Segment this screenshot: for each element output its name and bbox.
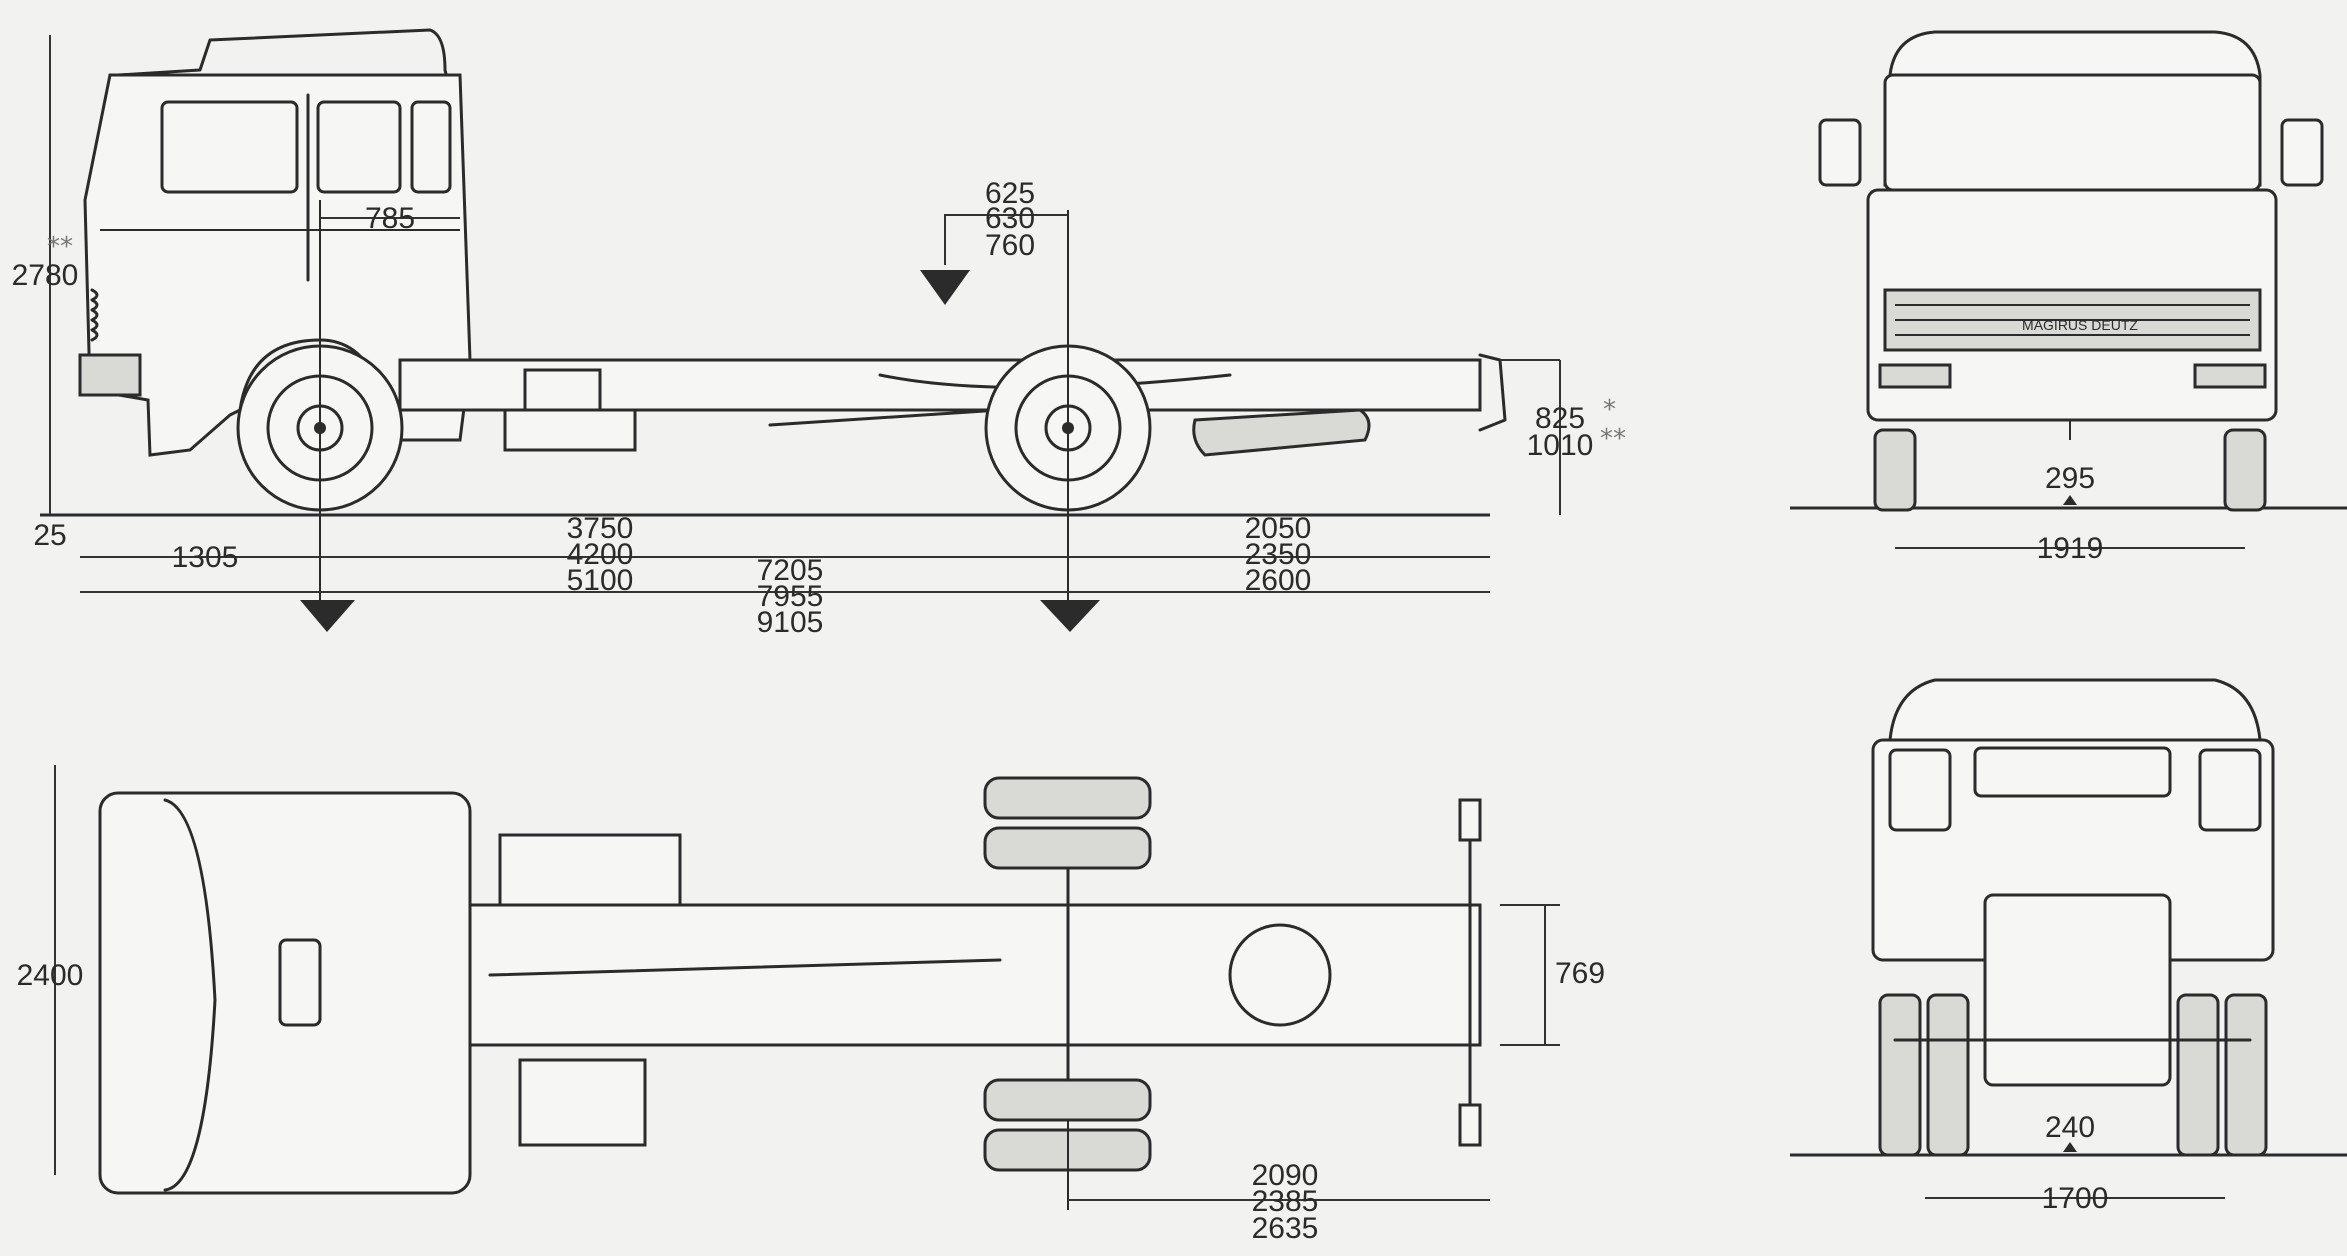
top-rear-overhang-value-2: 2385 [1252, 1185, 1319, 1218]
cab-window-side [316, 100, 402, 194]
top-width-label: 2400 [17, 959, 84, 992]
side-view: 625 630 760 ** 2780 785 825 * 1010 ** 25… [12, 28, 1626, 639]
drive-shaft [768, 408, 1002, 427]
spare-tire-carrier [1192, 408, 1371, 457]
cog-dimension-line [944, 214, 1068, 265]
right-headlight [2193, 363, 2267, 389]
overall-length-value-1: 7205 [757, 554, 824, 587]
cab-depth-label: 785 [365, 202, 415, 235]
rear-left-tire-outer [1878, 993, 1922, 1157]
roof-hatch [278, 938, 322, 1027]
fuel-tank [523, 368, 602, 417]
top-drive-shaft [488, 958, 1002, 977]
front-left-tire [1873, 428, 1917, 512]
front-axle-load-marker [300, 600, 355, 632]
left-mirror [1818, 118, 1862, 187]
battery-box [503, 408, 637, 452]
overall-length-value-3: 9105 [757, 606, 824, 639]
front-track-label: 1919 [2037, 532, 2104, 565]
rear-clearance-arrow [2063, 1142, 2077, 1152]
rear-view: 240 1700 [1790, 678, 2347, 1215]
front-right-tire [2223, 428, 2267, 512]
rear-track-label: 1700 [2042, 1182, 2109, 1215]
top-battery-box [518, 1058, 647, 1147]
windshield [1883, 73, 2262, 192]
rear-right-tire-inner [2176, 993, 2220, 1157]
front-bumper [78, 353, 142, 397]
front-clearance-arrow [2063, 495, 2077, 505]
top-rear-left-tire-outer [983, 776, 1152, 820]
rear-coupling [1478, 353, 1507, 432]
rear-cab-window [1973, 746, 2172, 798]
top-frame [468, 903, 1482, 1047]
rear-overhang-value-2: 2350 [1245, 538, 1312, 571]
left-headlight [1878, 363, 1952, 389]
rear-overhang-value-1: 2050 [1245, 512, 1312, 545]
frame-height-value-2: 1010 [1527, 429, 1594, 462]
wheelbase-value-2: 4200 [567, 538, 634, 571]
overall-length-value-2: 7955 [757, 580, 824, 613]
top-rear-overhang-value-1: 2090 [1252, 1159, 1319, 1192]
top-rear-right-tire-inner [983, 1078, 1152, 1122]
cab-window-front [160, 100, 299, 194]
rear-left-tire-inner [1926, 993, 1970, 1157]
front-view: MAGIRUS DEUTZ 295 1919 [1790, 30, 2347, 565]
front-overhang-label: 1305 [172, 541, 239, 574]
rear-cab-roof [1888, 678, 2262, 742]
ground-offset-label: 25 [33, 519, 66, 552]
roof-deflector [116, 28, 452, 92]
rear-left-mirror-housing [1888, 748, 1952, 832]
top-view: 2400 769 2090 2385 2635 [17, 765, 1605, 1245]
top-rear-light-left [1458, 798, 1482, 842]
height-label: 2780 [12, 259, 79, 292]
cog-value-1: 625 [985, 177, 1035, 210]
top-cab-windshield-curve [163, 798, 217, 1192]
cog-value-3: 760 [985, 229, 1035, 262]
top-rear-light-right [1458, 1103, 1482, 1147]
rear-clearance-label: 240 [2045, 1111, 2095, 1144]
cab-window-rear [410, 100, 452, 194]
rear-frame-end [1983, 893, 2172, 1087]
top-rear-overhang-value-3: 2635 [1252, 1212, 1319, 1245]
grille-badge: MAGIRUS DEUTZ [2022, 317, 2138, 333]
frame-height-star-1: * [1603, 395, 1616, 425]
frame-height-star-2: ** [1600, 424, 1626, 454]
top-fuel-tank [498, 833, 682, 907]
frame-height-value-1: 825 [1535, 402, 1585, 435]
height-star: ** [47, 232, 73, 262]
top-spare-tire [1228, 923, 1332, 1027]
cog-value-2: 630 [985, 202, 1035, 235]
frame-width-label: 769 [1555, 957, 1605, 990]
rear-right-mirror-housing [2198, 748, 2262, 832]
front-clearance-label: 295 [2045, 462, 2095, 495]
wheelbase-value-1: 3750 [567, 512, 634, 545]
rear-right-tire-outer [2224, 993, 2268, 1157]
front-grille-vents [90, 288, 99, 342]
top-rear-left-tire-inner [983, 826, 1152, 870]
center-of-gravity-marker [920, 270, 970, 305]
top-cab-outline [98, 791, 472, 1195]
right-mirror [2280, 118, 2324, 187]
rear-axle-load-marker [1040, 600, 1100, 632]
